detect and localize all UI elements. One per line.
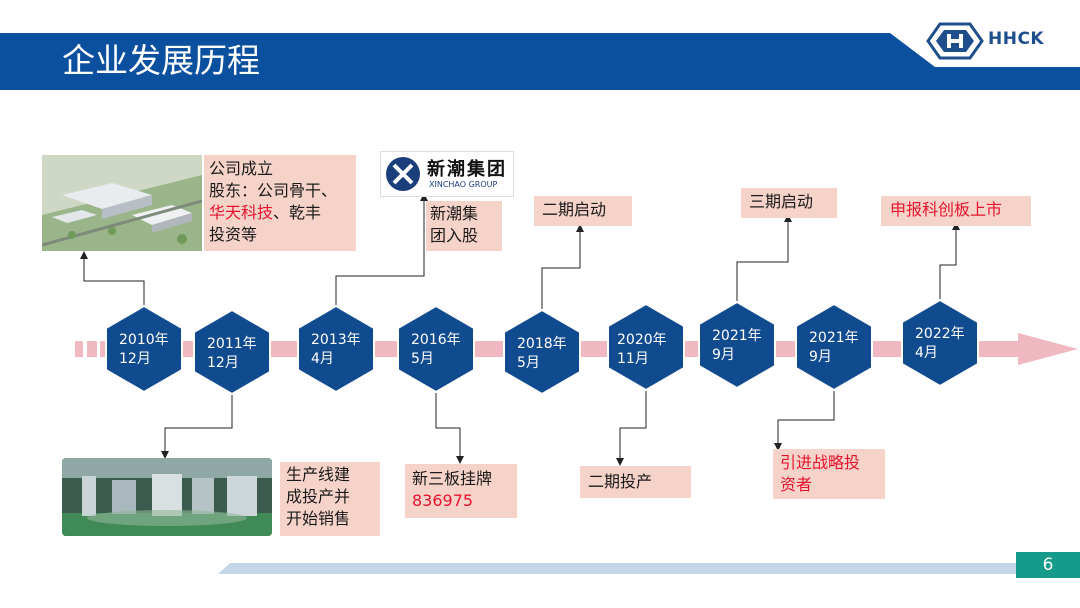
event-box-2010: 公司成立 股东：公司骨干、 华天科技、乾丰 投资等: [204, 155, 356, 251]
hexagon-2010: [105, 304, 183, 394]
event-box-2020: 二期投产: [580, 466, 691, 498]
event-2021b-line-2: 资者: [780, 475, 813, 494]
bottom-band: [218, 563, 1016, 574]
hexagon-2018: [503, 308, 581, 396]
connector-2010: [80, 251, 145, 310]
milestone-date-2021b: 2021年 9月: [809, 330, 859, 365]
event-2011-line-3: 开始销售: [286, 509, 351, 528]
xinchao-logo: 新潮集团 XINCHAO GROUP: [380, 151, 514, 197]
logo-text: HHCK: [988, 29, 1045, 49]
event-2021a-label: 三期启动: [749, 192, 814, 211]
event-2010-line-4: 投资等: [209, 225, 258, 244]
xinchao-logo-en: XINCHAO GROUP: [429, 180, 498, 189]
connector-2021a: [736, 214, 792, 305]
event-2013-line-2: 团入股: [430, 226, 479, 245]
hexagon-2022: [901, 298, 979, 388]
page-title: 企业发展历程: [62, 41, 260, 80]
title-bar: [0, 33, 1080, 90]
xinchao-logo-cn: 新潮集团: [427, 159, 507, 180]
connector-2016: [435, 392, 464, 464]
milestone-date-2020: 2020年 11月: [617, 332, 667, 367]
milestone-hexagons: [105, 298, 979, 396]
hhck-logo-icon: [926, 22, 984, 60]
event-box-2021b: 引进战略投 资者: [773, 449, 885, 499]
milestone-date-2013: 2013年 4月: [311, 332, 361, 367]
hexagon-2013: [297, 304, 375, 394]
connector-2013: [335, 193, 428, 310]
event-box-2013: 新潮集 团入股: [426, 201, 502, 251]
event-2021b-line-1: 引进战略投: [780, 453, 861, 472]
event-2011-line-1: 生产线建: [286, 465, 351, 484]
milestone-date-2021a: 2021年 9月: [712, 328, 762, 363]
milestone-date-2018: 2018年 5月: [517, 336, 567, 371]
event-2016-stock-code: 836975: [412, 491, 474, 510]
event-2011-line-2: 成投产并: [286, 487, 351, 506]
connector-2018: [541, 224, 584, 310]
hexagon-2016: [397, 304, 475, 394]
page-number: 6: [1016, 552, 1080, 578]
connector-2020: [616, 390, 647, 466]
hexagon-2021b: [795, 302, 873, 392]
event-2010-highlight: 华天科技: [209, 203, 274, 222]
event-2010-line-1: 公司成立: [209, 159, 274, 178]
hexagon-2020: [607, 302, 685, 392]
event-box-2022: 申报科创板上市: [881, 196, 1031, 226]
connector-2022: [939, 222, 960, 305]
connector-2011: [161, 392, 233, 459]
timeline-arrow-start-1: [75, 341, 83, 357]
event-2013-line-1: 新潮集: [430, 204, 479, 223]
timeline-arrow-start-2: [87, 341, 97, 357]
event-box-2016: 新三板挂牌 836975: [405, 464, 517, 518]
hexagon-2011: [193, 308, 271, 396]
event-2020-label: 二期投产: [588, 472, 653, 491]
milestone-date-2022: 2022年 4月: [915, 326, 965, 361]
event-2018-label: 二期启动: [542, 200, 607, 219]
milestone-date-2010: 2010年 12月: [119, 332, 169, 367]
event-box-2021a: 三期启动: [741, 188, 837, 218]
xinchao-emblem-icon: [386, 157, 420, 191]
production-line-photo: [62, 458, 272, 536]
milestone-date-2011: 2011年 12月: [207, 336, 257, 371]
event-2010-line-3: 华天科技、乾丰: [209, 203, 322, 222]
event-2022-label: 申报科创板上市: [890, 200, 1003, 219]
event-box-2018: 二期启动: [534, 196, 632, 226]
event-2016-line-1: 新三板挂牌: [412, 469, 493, 488]
milestone-date-2016: 2016年 5月: [411, 332, 461, 367]
event-2010-line-2: 股东：公司骨干、: [209, 181, 338, 200]
event-box-2011: 生产线建 成投产并 开始销售: [280, 462, 380, 536]
hexagon-2021a: [698, 300, 776, 390]
timeline-arrow-head: [1018, 333, 1078, 365]
connector-2021b: [774, 390, 835, 451]
factory-aerial-photo: [42, 155, 202, 251]
